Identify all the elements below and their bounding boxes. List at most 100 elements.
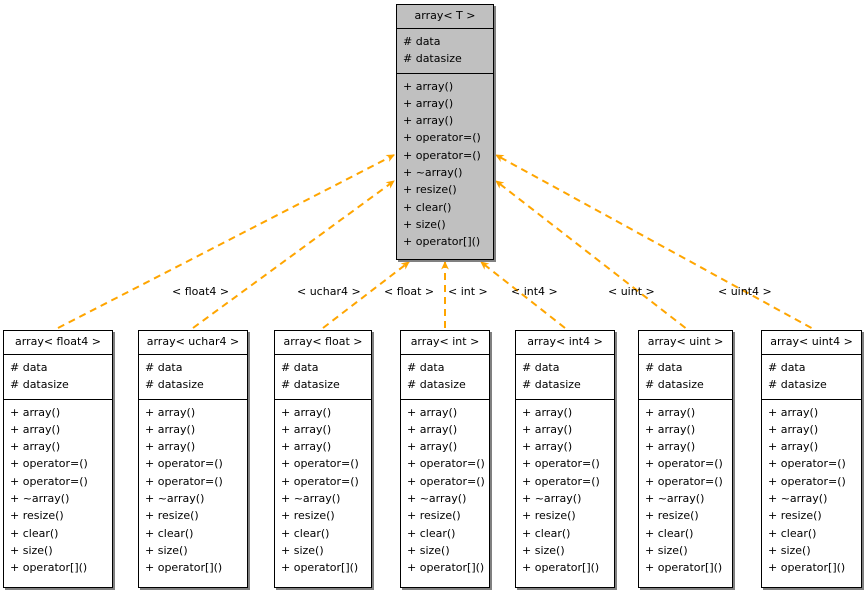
operation-row: + array() xyxy=(145,405,196,419)
attribute-row: # data xyxy=(522,361,560,374)
operation-row: + resize() xyxy=(522,509,576,523)
operation-row: + ~array() xyxy=(403,166,463,180)
operation-row: + operator[]() xyxy=(403,235,481,249)
operation-row: + ~array() xyxy=(407,492,467,506)
operation-row: + operator[]() xyxy=(145,561,223,575)
operation-row: + operator=() xyxy=(403,148,481,162)
operation-row: + array() xyxy=(768,440,819,454)
operation-row: + array() xyxy=(281,440,332,454)
class-box-array-float4[interactable]: array< float4 ># data# datasize+ array()… xyxy=(3,330,113,588)
operation-row: + resize() xyxy=(403,183,457,197)
class-operations: + array() + array() + array() + operator… xyxy=(397,74,493,259)
operation-row: + operator[]() xyxy=(645,561,723,575)
operation-row: + ~array() xyxy=(645,492,705,506)
operation-row: + array() xyxy=(407,422,458,436)
operation-row: + clear() xyxy=(10,526,59,540)
class-attributes: # data # datasize xyxy=(639,355,732,400)
operation-row: + array() xyxy=(145,440,196,454)
operation-row: + size() xyxy=(522,543,565,557)
operation-row: + operator=() xyxy=(645,457,723,471)
attribute-row: # datasize xyxy=(145,378,204,392)
attribute-row: # data xyxy=(403,35,441,48)
operation-row: + resize() xyxy=(10,509,64,523)
operation-row: + ~array() xyxy=(10,492,70,506)
operation-row: + array() xyxy=(522,405,573,419)
operation-row: + array() xyxy=(645,405,696,419)
operation-row: + resize() xyxy=(145,509,199,523)
operation-row: + resize() xyxy=(281,509,335,523)
operation-row: + array() xyxy=(10,440,61,454)
class-attributes: # data # datasize xyxy=(516,355,614,400)
operation-row: + operator=() xyxy=(281,457,359,471)
operation-row: + array() xyxy=(145,422,196,436)
class-title: array< int4 > xyxy=(516,331,614,355)
operation-row: + size() xyxy=(10,543,53,557)
class-title: array< uchar4 > xyxy=(139,331,247,355)
attribute-row: # datasize xyxy=(10,378,69,392)
class-title: array< int > xyxy=(401,331,489,355)
operation-row: + array() xyxy=(10,422,61,436)
operation-row: + operator=() xyxy=(145,457,223,471)
operation-row: + size() xyxy=(407,543,450,557)
class-box-array-uint[interactable]: array< uint > # data # datasize + array() + … xyxy=(638,330,733,588)
operation-row: + operator=() xyxy=(407,474,485,488)
operation-row: + array() xyxy=(522,440,573,454)
attribute-row: # data xyxy=(281,361,319,374)
class-box-array-T[interactable]: array< T > # data # datasize + array() +… xyxy=(396,4,494,260)
class-attributes: # data # datasize xyxy=(275,355,371,400)
edge-label-float4: < float4 > xyxy=(172,285,230,298)
class-attributes: # data# datasize xyxy=(139,355,247,400)
class-operations: + array() + array() + array() + operator=()… xyxy=(139,400,247,587)
attribute-row: # data xyxy=(645,361,683,374)
inheritance-edge-array-float4 xyxy=(57,154,395,329)
edge-label-int: < int > xyxy=(448,285,488,298)
operation-row: + resize() xyxy=(768,509,822,523)
edge-label-float: < float > xyxy=(384,285,435,298)
operation-row: + clear() xyxy=(768,526,817,540)
operation-row: + operator=() xyxy=(768,457,846,471)
class-title: array< float4 > xyxy=(4,331,112,355)
operation-row: + array() xyxy=(522,422,573,436)
attribute-row: # data xyxy=(407,361,445,374)
attribute-row: # datasize xyxy=(281,378,340,392)
edge-label-uchar4: < uchar4 > xyxy=(297,285,361,298)
attribute-row: # datasize xyxy=(522,378,581,392)
attribute-row: # datasize xyxy=(645,378,704,392)
class-operations: + array()+ array()+ array()+ operator=()… xyxy=(4,400,112,587)
attribute-row: # datasize xyxy=(403,52,462,66)
operation-row: + array() xyxy=(768,422,819,436)
operation-row: + array() xyxy=(407,440,458,454)
class-attributes: # data# datasize xyxy=(762,355,861,400)
class-title: array< uint > xyxy=(639,331,732,355)
operation-row: + array() xyxy=(10,405,61,419)
class-attributes: # data # datasize xyxy=(397,29,493,74)
class-title: array< T > xyxy=(397,5,493,29)
class-box-array-float[interactable]: array< float > # data # datasize + array() +… xyxy=(274,330,372,588)
operation-row: + operator=() xyxy=(522,474,600,488)
operation-row: + ~array() xyxy=(768,492,828,506)
class-box-array-int[interactable]: array< int ># data# datasize+ array()+ a… xyxy=(400,330,490,588)
class-box-array-uchar4[interactable]: array< uchar4 ># data# datasize+ array()… xyxy=(138,330,248,588)
class-operations: + array()+ array()+ array()+ operator=()… xyxy=(275,400,371,587)
attribute-row: # datasize xyxy=(768,378,827,392)
class-box-array-int4[interactable]: array< int4 > # data # datasize + array() + … xyxy=(515,330,615,588)
operation-row: + ~array() xyxy=(145,492,205,506)
operation-row: + size() xyxy=(645,543,688,557)
operation-row: + size() xyxy=(768,543,811,557)
operation-row: + clear() xyxy=(403,200,452,214)
operation-row: + operator[]() xyxy=(407,561,485,575)
operation-row: + operator=() xyxy=(645,474,723,488)
operation-row: + size() xyxy=(145,543,188,557)
operation-row: + ~array() xyxy=(522,492,582,506)
operation-row: + operator=() xyxy=(522,457,600,471)
operation-row: + operator[]() xyxy=(10,561,88,575)
operation-row: + size() xyxy=(403,217,446,231)
operation-row: + operator=() xyxy=(281,474,359,488)
operation-row: + clear() xyxy=(407,526,456,540)
class-operations: + array()+ array()+ array()+ operator=()… xyxy=(401,400,489,587)
operation-row: + operator[]() xyxy=(522,561,600,575)
operation-row: + array() xyxy=(645,422,696,436)
class-box-array-uint4[interactable]: array< uint4 ># data# datasize+ array()+… xyxy=(761,330,862,588)
class-title: array< float > xyxy=(275,331,371,355)
